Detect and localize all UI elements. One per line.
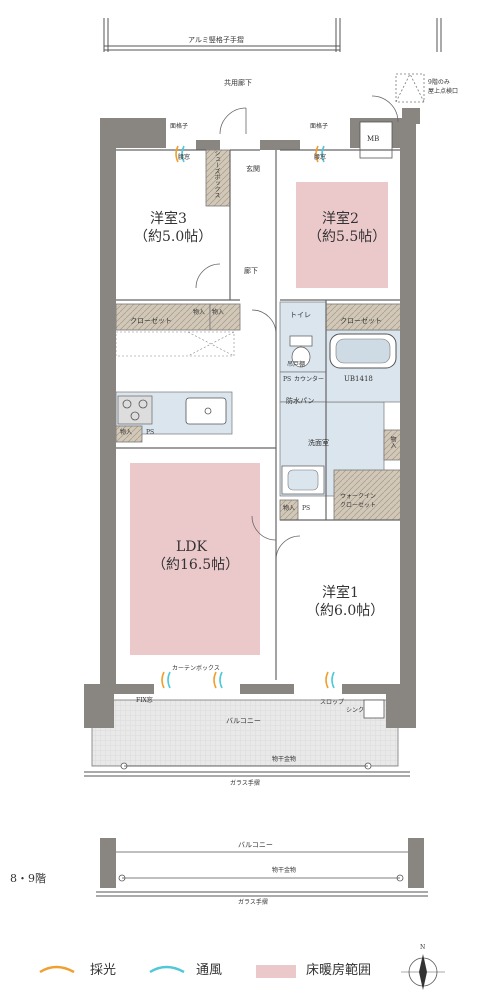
bedroom2-name: 洋室2 <box>322 211 359 227</box>
ps-c-label: PS <box>302 505 311 512</box>
closet-left-label: クローゼット <box>130 317 172 325</box>
fix-window-label: FIX窓 <box>136 697 153 704</box>
grille-right-label: 面格子 <box>310 123 329 130</box>
washbasin-fixture <box>281 465 325 495</box>
floor-heating-bedroom2 <box>296 182 388 288</box>
ventilation-indicators <box>167 145 335 689</box>
floor-block-glass-label: ガラス手摺 <box>238 899 268 906</box>
bedroom1-size: （約6.0帖） <box>306 603 385 619</box>
storage-dashed <box>115 331 235 357</box>
lower-floor-block <box>96 838 428 897</box>
light-indicators <box>161 145 329 689</box>
hanging-shelf-label: 吊戸棚 <box>287 361 306 368</box>
partitions <box>116 149 400 680</box>
walls <box>84 108 420 728</box>
legend-light-label: 採光 <box>90 963 117 978</box>
corridor-label: 共用廊下 <box>224 79 252 87</box>
legend-floor-heating-label: 床暖房範囲 <box>306 963 372 978</box>
top-railing <box>103 18 442 52</box>
legend-ventilation-label: 通風 <box>196 963 223 978</box>
balcony-area <box>84 699 410 777</box>
floor-label: 8・9階 <box>10 872 46 885</box>
storage-e-label: 物入 <box>389 436 396 448</box>
storage-a-label: 物入 <box>193 309 206 316</box>
compass-rose <box>401 954 445 990</box>
legend-swatches <box>39 965 296 978</box>
mb-box <box>359 121 393 159</box>
shoe-box-label: シューズボックス <box>213 150 220 198</box>
ps-a-label: PS <box>283 376 292 383</box>
bathtub <box>329 333 397 369</box>
entrance-label: 玄関 <box>246 165 260 173</box>
kitchen-fixtures <box>117 395 227 425</box>
bedroom1-name: 洋室1 <box>322 585 359 601</box>
bedroom2-size: （約5.5帖） <box>308 229 387 245</box>
washroom-label: 洗面室 <box>308 439 329 447</box>
counter-label: カウンター <box>294 376 325 383</box>
inspection-note-1: 9階のみ <box>428 79 450 86</box>
balcony-label: バルコニー <box>226 717 261 725</box>
mb-label: MB <box>367 135 380 143</box>
inspection-note-2: 屋上点検口 <box>428 88 459 95</box>
closets <box>115 149 403 521</box>
grille-left-label: 面格子 <box>170 123 189 130</box>
door-swings <box>195 95 399 561</box>
floor-block-balcony-label: バルコニー <box>238 841 273 849</box>
toilet-fixture <box>289 335 313 368</box>
walkin-closet-label-2: クローゼット <box>340 502 377 509</box>
compass-north-label: N <box>420 944 426 951</box>
toilet-label: トイレ <box>290 311 311 319</box>
hallway-label: 廊下 <box>244 267 258 275</box>
slop-sink-label-1: スロップ <box>320 699 345 706</box>
floor-block-laundry-label: 物干金物 <box>272 867 297 874</box>
unit-bath-label: UB1418 <box>344 375 373 383</box>
waterproof-pan-label: 防水パン <box>286 397 315 405</box>
storage-c-label: 物入 <box>120 429 133 436</box>
bedroom3-size: （約5.0帖） <box>134 229 213 245</box>
walkin-closet-label-1: ウォークイン <box>340 493 377 500</box>
window-left-label: 腰窓 <box>178 154 191 161</box>
curtain-box-label: カーテンボックス <box>172 665 220 672</box>
closet-right-label: クローゼット <box>340 317 382 325</box>
laundry-rack-label: 物干金物 <box>272 756 297 763</box>
window-right-label: 腰窓 <box>314 154 327 161</box>
slop-sink-label-2: シンク <box>346 707 365 714</box>
top-railing-label: アルミ竪格子手摺 <box>188 36 244 44</box>
ps-b-label: PS <box>146 429 155 436</box>
ldk-name: LDK <box>176 539 207 555</box>
storage-d-label: 物入 <box>283 505 296 512</box>
roof-inspection-hatch <box>395 73 425 103</box>
storage-b-label: 物入 <box>212 309 225 316</box>
bedroom3-name: 洋室3 <box>150 211 187 227</box>
ldk-size: （約16.5帖） <box>152 557 240 573</box>
floor-heating-ldk <box>130 463 260 655</box>
glass-railing-label: ガラス手摺 <box>230 780 260 787</box>
